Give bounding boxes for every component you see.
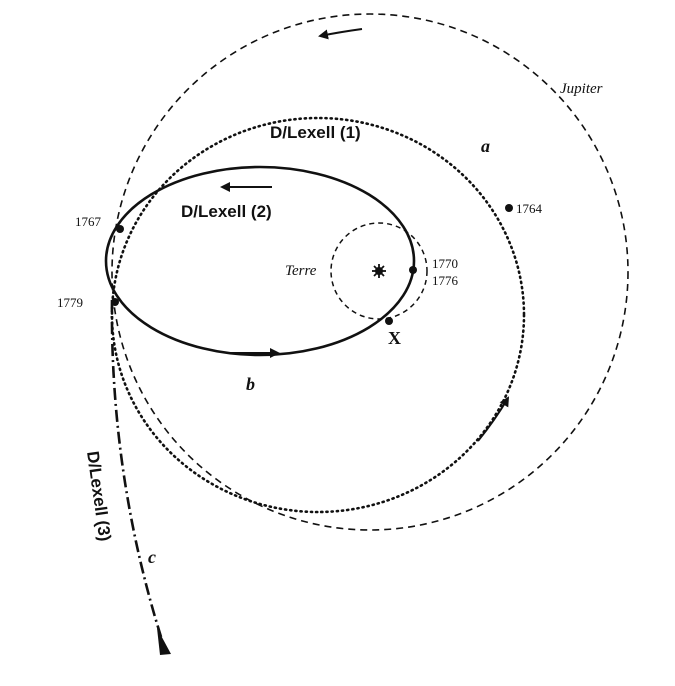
lexell-3-arrowhead xyxy=(157,628,171,655)
letter-b: b xyxy=(246,374,255,394)
lexell-3-label: D/Lexell (3) xyxy=(83,450,114,542)
earth-label: Terre xyxy=(285,263,317,279)
letter-c: c xyxy=(148,547,156,567)
lexell-1-direction-arrow xyxy=(477,396,510,442)
year-1770: 1770 xyxy=(432,256,458,271)
point-1767 xyxy=(116,225,124,233)
earth-orbit xyxy=(330,222,428,320)
point-x-label: X xyxy=(388,328,401,348)
jupiter-label: Jupiter xyxy=(560,81,603,97)
year-1776: 1776 xyxy=(432,273,459,288)
letter-a: a xyxy=(481,136,490,156)
lexell-2-orbit xyxy=(104,165,416,357)
sun-icon xyxy=(372,264,386,278)
point-1779 xyxy=(111,298,119,306)
point-1770-1776 xyxy=(409,266,417,274)
lexell-1-orbit xyxy=(110,116,526,514)
point-1764 xyxy=(505,204,513,212)
lexell-3-trajectory xyxy=(110,299,164,641)
year-1779: 1779 xyxy=(57,295,83,310)
year-1764: 1764 xyxy=(516,201,543,216)
point-x xyxy=(385,317,393,325)
lexell-1-label: D/Lexell (1) xyxy=(270,123,361,142)
lexell-2-label: D/Lexell (2) xyxy=(181,202,272,221)
jupiter-direction-arrow xyxy=(318,28,363,40)
jupiter-orbit xyxy=(111,13,629,531)
year-1767: 1767 xyxy=(75,214,102,229)
